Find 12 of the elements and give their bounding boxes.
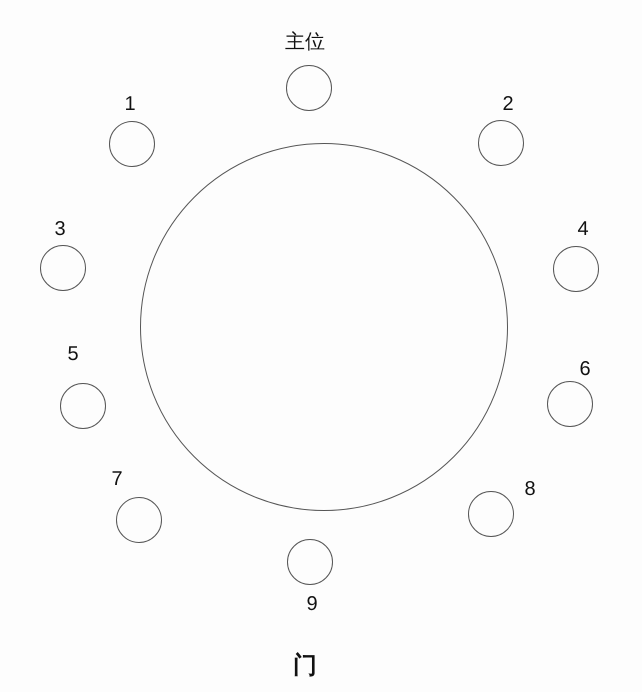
seat-label: 5 xyxy=(67,344,79,364)
seat-label: 7 xyxy=(111,469,123,489)
seat-label: 9 xyxy=(306,594,318,614)
door-label: 门 xyxy=(293,653,317,677)
seat-label: 8 xyxy=(524,479,536,499)
seat-label: 2 xyxy=(502,94,514,114)
seat-label: 6 xyxy=(579,359,591,379)
seat-label: 主位 xyxy=(285,32,325,52)
seat-label: 4 xyxy=(577,219,589,239)
round-table xyxy=(140,143,508,511)
seat-label: 1 xyxy=(124,94,136,114)
seat-label: 3 xyxy=(54,219,66,239)
